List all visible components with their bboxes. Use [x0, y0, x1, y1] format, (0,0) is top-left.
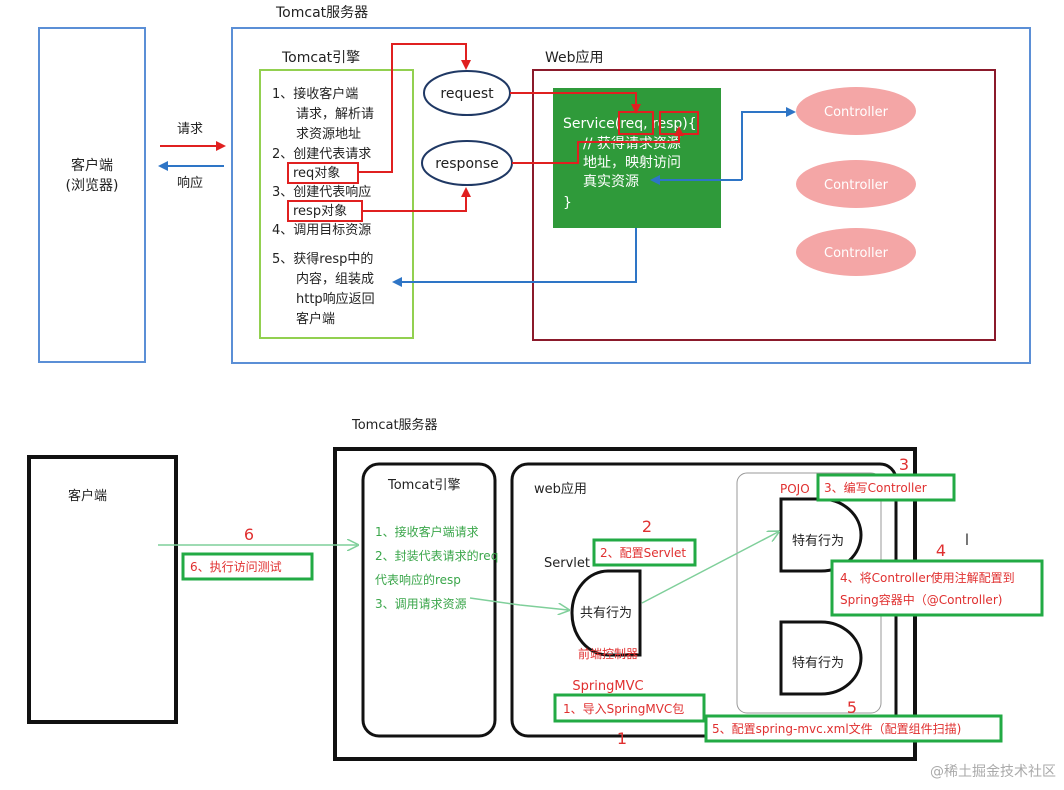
- bottom-step-text: 5、配置spring-mvc.xml文件（配置组件扫描): [712, 721, 961, 736]
- top-client-label: 客户端: [71, 157, 113, 174]
- top-engine-line: http响应返回: [296, 291, 375, 307]
- top-engine-line: req对象: [293, 166, 340, 181]
- bottom-engine-line: 2、封装代表请求的req: [375, 548, 498, 563]
- top-service-to-engine-arrow: [392, 228, 637, 287]
- bottom-step-box: [816, 473, 956, 502]
- top-response-object: response: [435, 156, 499, 172]
- bottom-step-number: 5: [847, 698, 857, 717]
- bottom-step-text: 6、执行访问测试: [190, 559, 282, 574]
- watermark: @稀土掘金技术社区: [930, 764, 1056, 780]
- text-cursor-icon: I: [965, 530, 970, 549]
- bottom-step-box: [704, 714, 1003, 743]
- bottom-webapp-title: web应用: [534, 481, 587, 497]
- bottom-step-number: 1: [617, 729, 627, 748]
- bottom-engine-box: [361, 462, 497, 738]
- bottom-step-box: [830, 559, 1044, 617]
- bottom-engine-title: Tomcat引擎: [387, 478, 461, 493]
- top-resp-to-response-arrow: [362, 187, 471, 212]
- top-client-box: [38, 27, 146, 363]
- bottom-step-number: 2: [642, 517, 652, 536]
- bottom-servlet-label: Servlet: [544, 556, 590, 571]
- top-webapp-box: [532, 69, 996, 341]
- bottom-step-text: 1、导入SpringMVC包: [563, 702, 684, 716]
- top-controller-2: [796, 160, 916, 208]
- top-controller-label: Controller: [824, 178, 889, 193]
- bottom-step-text: 4、将Controller使用注解配置到: [840, 570, 1015, 585]
- bottom-step-text: Spring容器中（@Controller): [840, 592, 1002, 607]
- bottom-special-behavior-shape-2: [779, 620, 863, 696]
- bottom-engine-line: 1、接收客户端请求: [375, 524, 479, 539]
- top-response-to-service-arrow: [512, 126, 684, 164]
- top-engine-line: 请求，解析请: [296, 107, 374, 122]
- top-server-title: Tomcat服务器: [275, 5, 368, 21]
- top-engine-line: 内容，组装成: [296, 271, 374, 287]
- top-service-line: // 获得请求资源: [583, 135, 681, 152]
- top-engine-line: resp对象: [293, 204, 347, 219]
- top-engine-steps: 1、接收客户端 请求，解析请 求资源地址 2、创建代表请求 req对象 3、创建…: [272, 86, 375, 327]
- top-controller-1: [796, 87, 916, 135]
- bottom-client-box: [27, 455, 178, 724]
- bottom-client-label: 客户端: [68, 488, 107, 504]
- bottom-step-text: 2、配置Servlet: [600, 546, 686, 560]
- top-engine-line: 3、创建代表响应: [272, 184, 371, 200]
- bottom-step-box: [553, 693, 706, 723]
- top-request-object: request: [440, 86, 494, 102]
- top-engine-title: Tomcat引擎: [281, 50, 360, 66]
- top-service-line: 地址，映射访问: [583, 155, 681, 171]
- bottom-common-behavior-shape: [570, 569, 642, 657]
- bottom-servlet-to-pojo-arrow: [641, 532, 778, 604]
- top-engine-line: 客户端: [296, 311, 335, 327]
- top-service-to-controller-arrow: [741, 107, 796, 180]
- bottom-engine-line: 3、调用请求资源: [375, 597, 467, 611]
- top-request-to-service-arrow: [510, 92, 641, 114]
- bottom-engine-steps: 1、接收客户端请求 2、封装代表请求的req 代表响应的resp 3、调用请求资…: [375, 524, 498, 611]
- top-service-line: 真实资源: [583, 174, 639, 190]
- bottom-special-behavior: 特有行为: [792, 534, 844, 549]
- top-controller-3: [796, 228, 916, 276]
- top-server-box: [231, 27, 1031, 364]
- bottom-front-controller: 前端控制器: [578, 646, 638, 661]
- top-engine-line: 4、调用目标资源: [272, 223, 371, 238]
- top-request-label: 请求: [177, 122, 203, 137]
- top-engine-line: 1、接收客户端: [272, 86, 358, 102]
- top-req-to-request-arrow: [358, 43, 471, 173]
- bottom-step-text: 3、编写Controller: [824, 480, 927, 495]
- top-service-code: Service(req, resp){ // 获得请求资源 地址，映射访问 真实…: [563, 116, 697, 211]
- top-engine-box: [259, 69, 414, 339]
- bottom-step-box: [592, 538, 697, 567]
- top-service-line: Service(req, resp){: [563, 116, 697, 132]
- top-engine-line: 5、获得resp中的: [272, 251, 373, 267]
- top-controller-label: Controller: [824, 246, 889, 261]
- bottom-common-behavior: 共有行为: [580, 606, 632, 621]
- top-engine-line: 求资源地址: [296, 127, 361, 142]
- bottom-springmvc-label: SpringMVC: [572, 679, 643, 694]
- bottom-step-box: [181, 552, 314, 581]
- top-controller-label: Controller: [824, 105, 889, 120]
- top-engine-line: 2、创建代表请求: [272, 147, 371, 162]
- bottom-engine-line: 代表响应的resp: [375, 572, 461, 587]
- bottom-engine-to-servlet-arrow: [469, 597, 568, 610]
- bottom-server-title: Tomcat服务器: [351, 417, 438, 433]
- top-service-line: }: [563, 195, 572, 211]
- bottom-pojo-label: POJO: [780, 482, 810, 496]
- bottom-special-behavior: 特有行为: [792, 656, 844, 671]
- top-webapp-title: Web应用: [545, 49, 604, 66]
- top-client-sublabel: (浏览器): [66, 178, 119, 194]
- top-response-label: 响应: [177, 175, 203, 191]
- bottom-step-number: 3: [899, 455, 909, 474]
- bottom-step-number: 6: [244, 525, 254, 544]
- bottom-step-number: 4: [936, 541, 946, 560]
